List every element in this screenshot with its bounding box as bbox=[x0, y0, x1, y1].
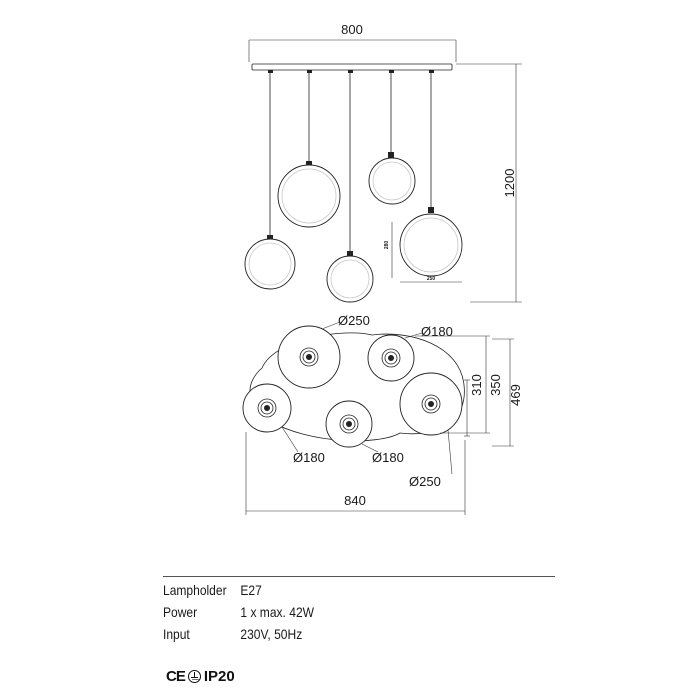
label-diameter-180-top: Ø180 bbox=[421, 324, 453, 339]
ip-rating: IP20 bbox=[203, 668, 235, 685]
ce-mark: CE bbox=[166, 668, 186, 685]
dimension-label-469: 469 bbox=[508, 384, 523, 406]
pendant-sphere-2 bbox=[277, 161, 341, 228]
label-diameter-250-right: Ø250 bbox=[409, 474, 441, 489]
dimension-label-250: 250 bbox=[427, 276, 436, 282]
ceiling-canopy bbox=[251, 63, 453, 73]
leader-diameter-bottom-left: Ø180 bbox=[281, 426, 325, 465]
dimension-label-310: 310 bbox=[469, 374, 484, 396]
spec-row-lampholder: Lampholder E27 bbox=[163, 579, 500, 601]
spec-value: 1 x max. 42W bbox=[240, 604, 315, 620]
spec-label: Lampholder bbox=[163, 582, 227, 598]
plan-shade-bottom-left bbox=[242, 383, 292, 433]
dimension-label-280: 280 bbox=[384, 241, 390, 250]
protective-earth-icon bbox=[187, 670, 201, 683]
dimension-height: 1200 bbox=[456, 63, 522, 303]
specifications-table: Lampholder E27 Power 1 x max. 42W Input … bbox=[163, 576, 555, 645]
spec-label: Power bbox=[163, 604, 198, 620]
leader-diameter-bottom-mid: Ø180 bbox=[361, 443, 404, 465]
plan-shade-bottom-mid bbox=[325, 400, 373, 448]
pendant-sphere-3 bbox=[326, 251, 374, 303]
leader-diameter-bottom-right: Ø250 bbox=[409, 429, 453, 489]
plan-shade-bottom-right bbox=[399, 372, 463, 436]
pendant-sphere-5 bbox=[399, 207, 463, 277]
dimension-label-800: 800 bbox=[341, 22, 363, 37]
pendant-sphere-1 bbox=[244, 235, 296, 290]
dimension-label-840: 840 bbox=[344, 493, 366, 508]
spec-label: Input bbox=[163, 626, 190, 642]
pendant-sphere-4 bbox=[368, 152, 416, 205]
dimension-sphere-height: 280 bbox=[384, 222, 393, 278]
spec-row-power: Power 1 x max. 42W bbox=[163, 601, 500, 623]
plan-shade-top-right bbox=[367, 334, 415, 382]
dimension-canopy-width: 800 bbox=[248, 22, 457, 62]
dimension-depth-350: 350 bbox=[464, 374, 503, 437]
technical-drawing: 800 bbox=[242, 22, 523, 515]
spec-value: 230V, 50Hz bbox=[240, 626, 303, 642]
dimension-depth-310: 310 bbox=[415, 335, 490, 434]
dimension-depth-469: 469 bbox=[492, 338, 523, 447]
dimension-base-width: 840 bbox=[245, 432, 466, 515]
label-diameter-180-left: Ø180 bbox=[293, 450, 325, 465]
leader-diameter-top-left: Ø250 bbox=[321, 313, 370, 330]
spec-value: E27 bbox=[240, 582, 262, 598]
leader-diameter-top-right: Ø180 bbox=[404, 324, 453, 339]
certification-marks: CE IP20 bbox=[166, 668, 235, 685]
spec-row-input: Input 230V, 50Hz bbox=[163, 623, 500, 645]
dimension-label-1200: 1200 bbox=[502, 169, 517, 198]
suspension-cords bbox=[269, 72, 432, 252]
plan-shade-top-left bbox=[277, 325, 341, 389]
dimension-label-350: 350 bbox=[488, 374, 503, 396]
label-diameter-180-mid: Ø180 bbox=[372, 450, 404, 465]
label-diameter-250-top: Ø250 bbox=[338, 313, 370, 328]
dimension-sphere-width: 250 bbox=[400, 276, 462, 283]
